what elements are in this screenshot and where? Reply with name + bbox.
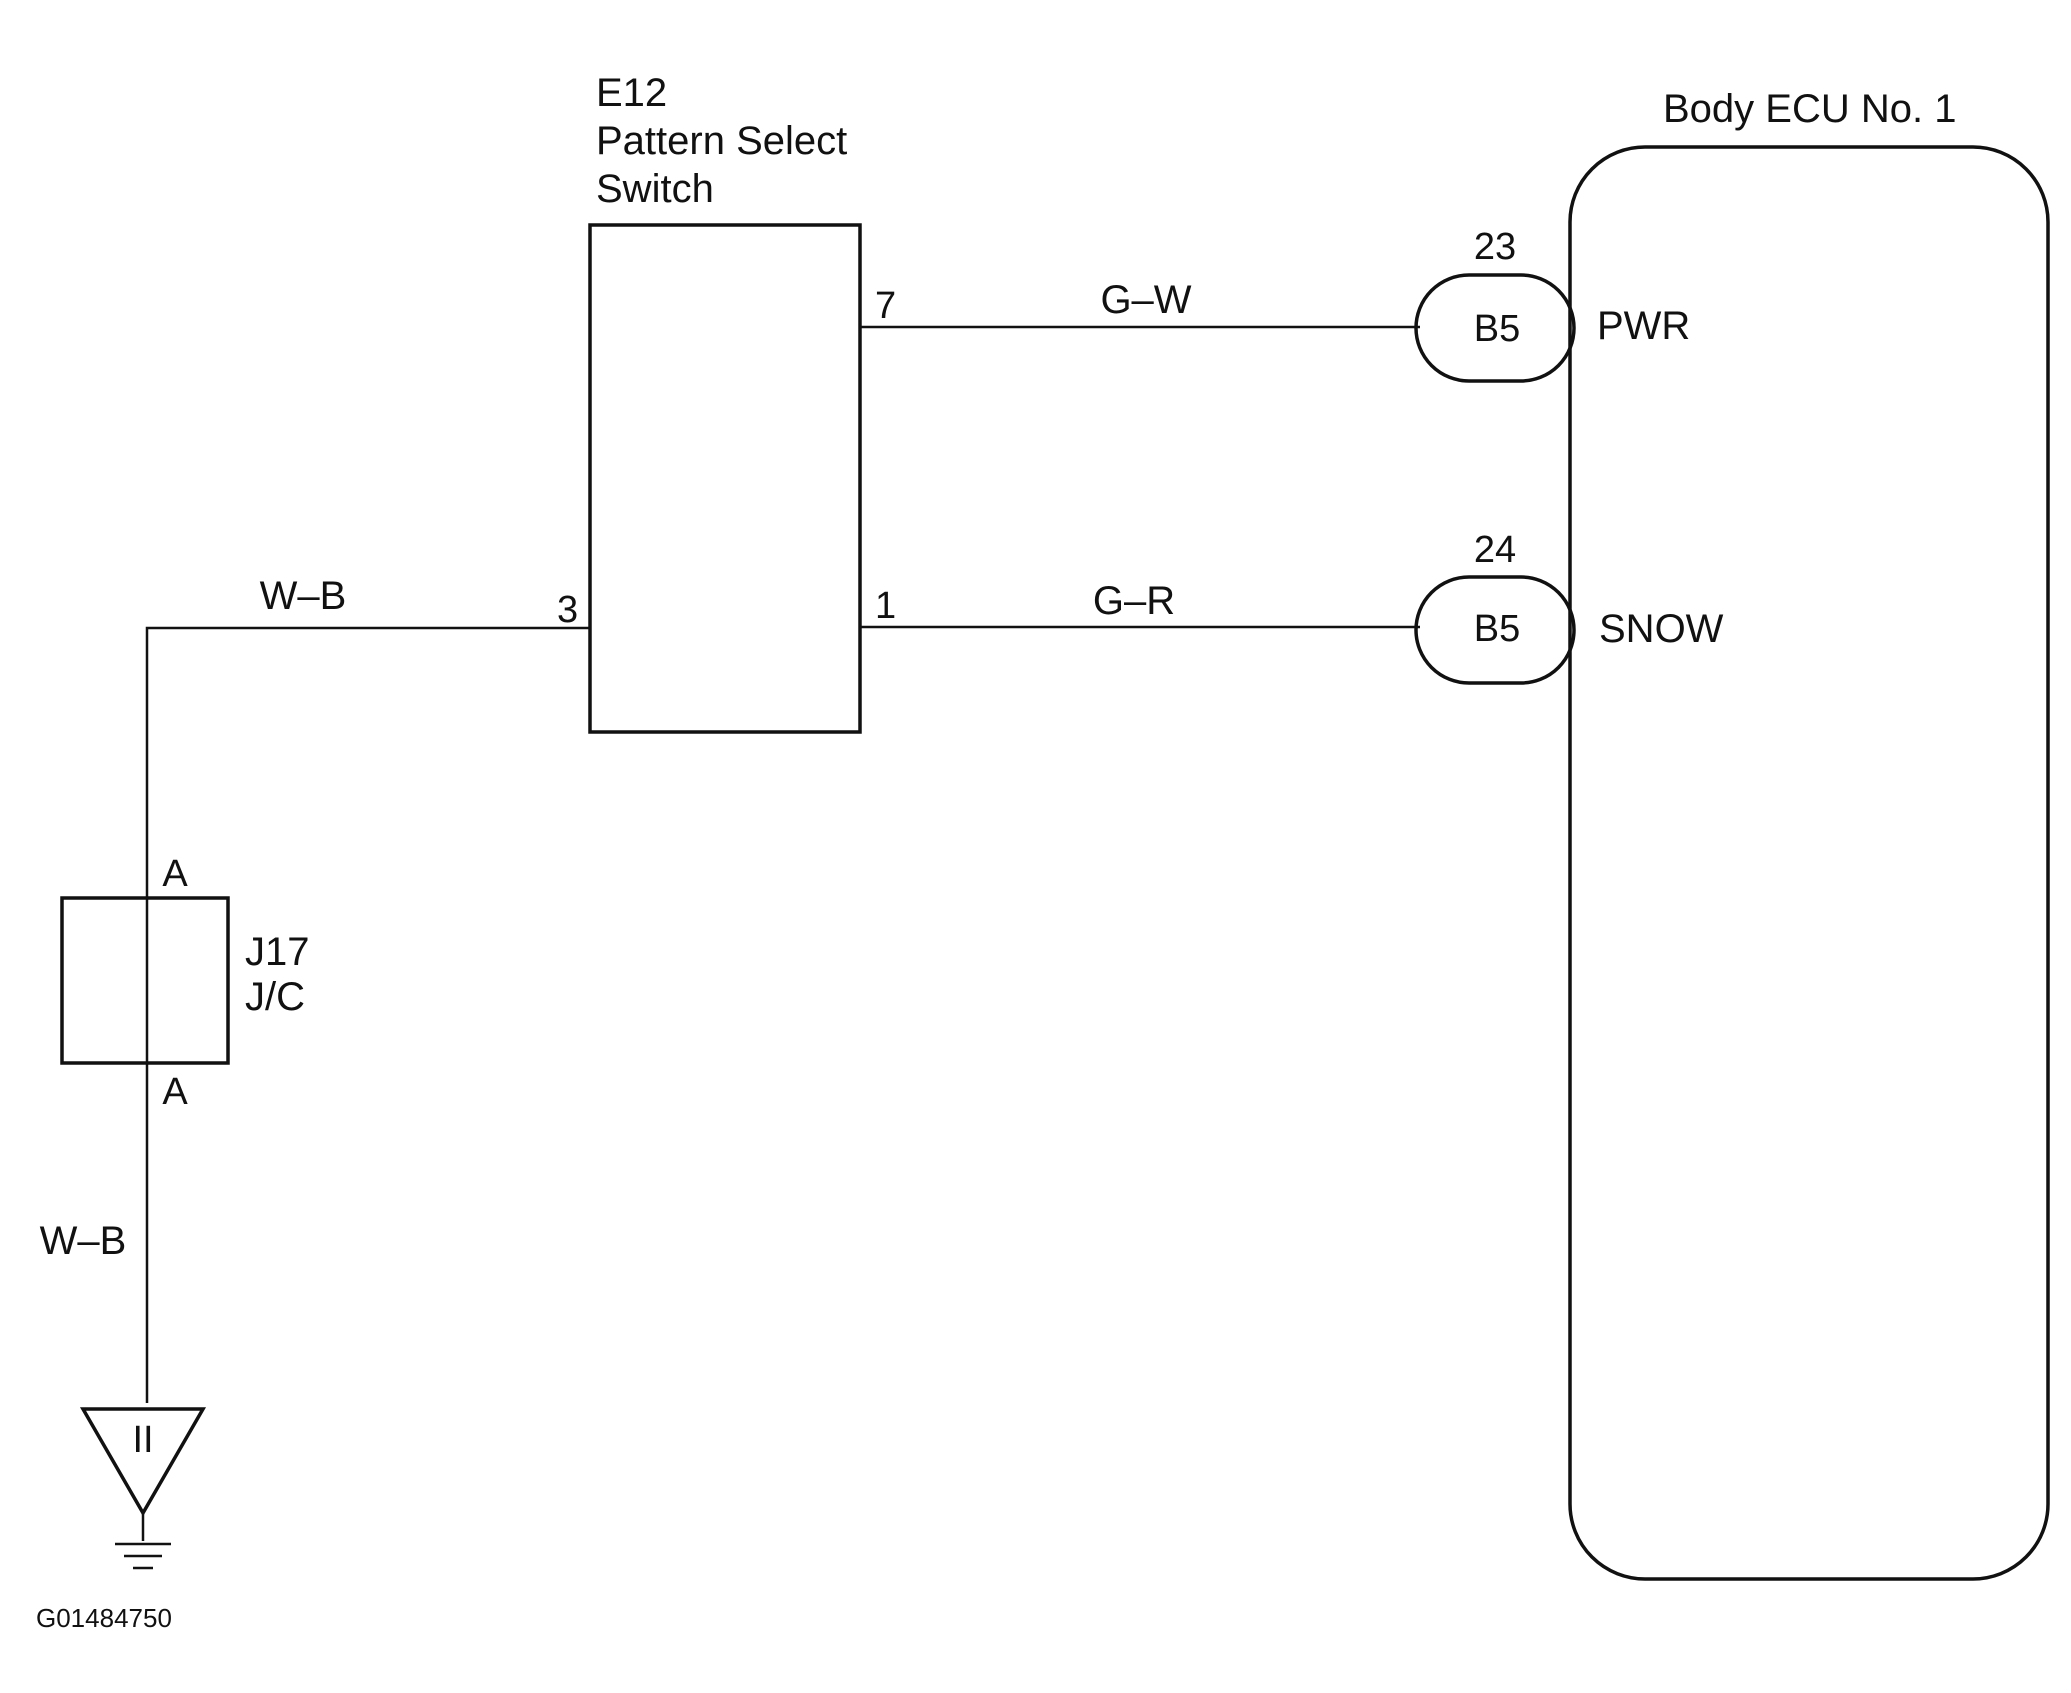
junction-body: [60, 896, 230, 1065]
junction-name: J/C: [245, 975, 305, 1019]
ecu-connector-24: 24 B5: [1414, 529, 1576, 685]
ground-triangle: [79, 1407, 207, 1517]
ecu-signal-snow: SNOW: [1599, 607, 1724, 651]
ecu-pin-24: 24: [1474, 529, 1516, 571]
switch-code: E12: [596, 71, 667, 115]
connector-oval-24: [1414, 575, 1576, 685]
wire-label-snow: G–R: [1093, 579, 1175, 623]
switch-body: [588, 223, 862, 734]
junction-pin-bottom: A: [162, 1071, 188, 1113]
junction-connector: A A J17 J/C: [60, 853, 310, 1113]
switch-name-line1: Pattern Select: [596, 119, 847, 163]
switch-pin-7: 7: [875, 285, 896, 327]
connector-oval-23: [1414, 273, 1576, 383]
ground-symbol: II: [79, 1407, 207, 1570]
junction-code: J17: [245, 930, 310, 974]
wire-label-ground-bottom: W–B: [40, 1219, 127, 1263]
switch-name-line2: Switch: [596, 167, 714, 211]
wire-label-ground-top: W–B: [260, 574, 347, 618]
body-ecu: Body ECU No. 1 PWR SNOW: [1568, 87, 2050, 1581]
switch-pin-1: 1: [875, 585, 896, 627]
connector-b5-24: B5: [1474, 608, 1520, 650]
ecu-body: [1568, 145, 2050, 1581]
ecu-connector-23: 23 B5: [1414, 226, 1576, 383]
wires: G–W G–R W–B W–B: [40, 278, 1420, 1403]
ground-label: II: [132, 1419, 153, 1461]
ecu-title: Body ECU No. 1: [1663, 87, 1956, 131]
connector-b5-23: B5: [1474, 308, 1520, 350]
wire-label-pwr: G–W: [1100, 278, 1191, 322]
ecu-pin-23: 23: [1474, 226, 1516, 268]
pattern-select-switch: E12 Pattern Select Switch 7 1 3: [557, 71, 896, 734]
switch-pin-3: 3: [557, 589, 578, 631]
wire-ground: [145, 626, 590, 1403]
junction-pin-top: A: [162, 853, 188, 895]
figure-id: G01484750: [36, 1603, 172, 1633]
ecu-signal-pwr: PWR: [1597, 304, 1690, 348]
